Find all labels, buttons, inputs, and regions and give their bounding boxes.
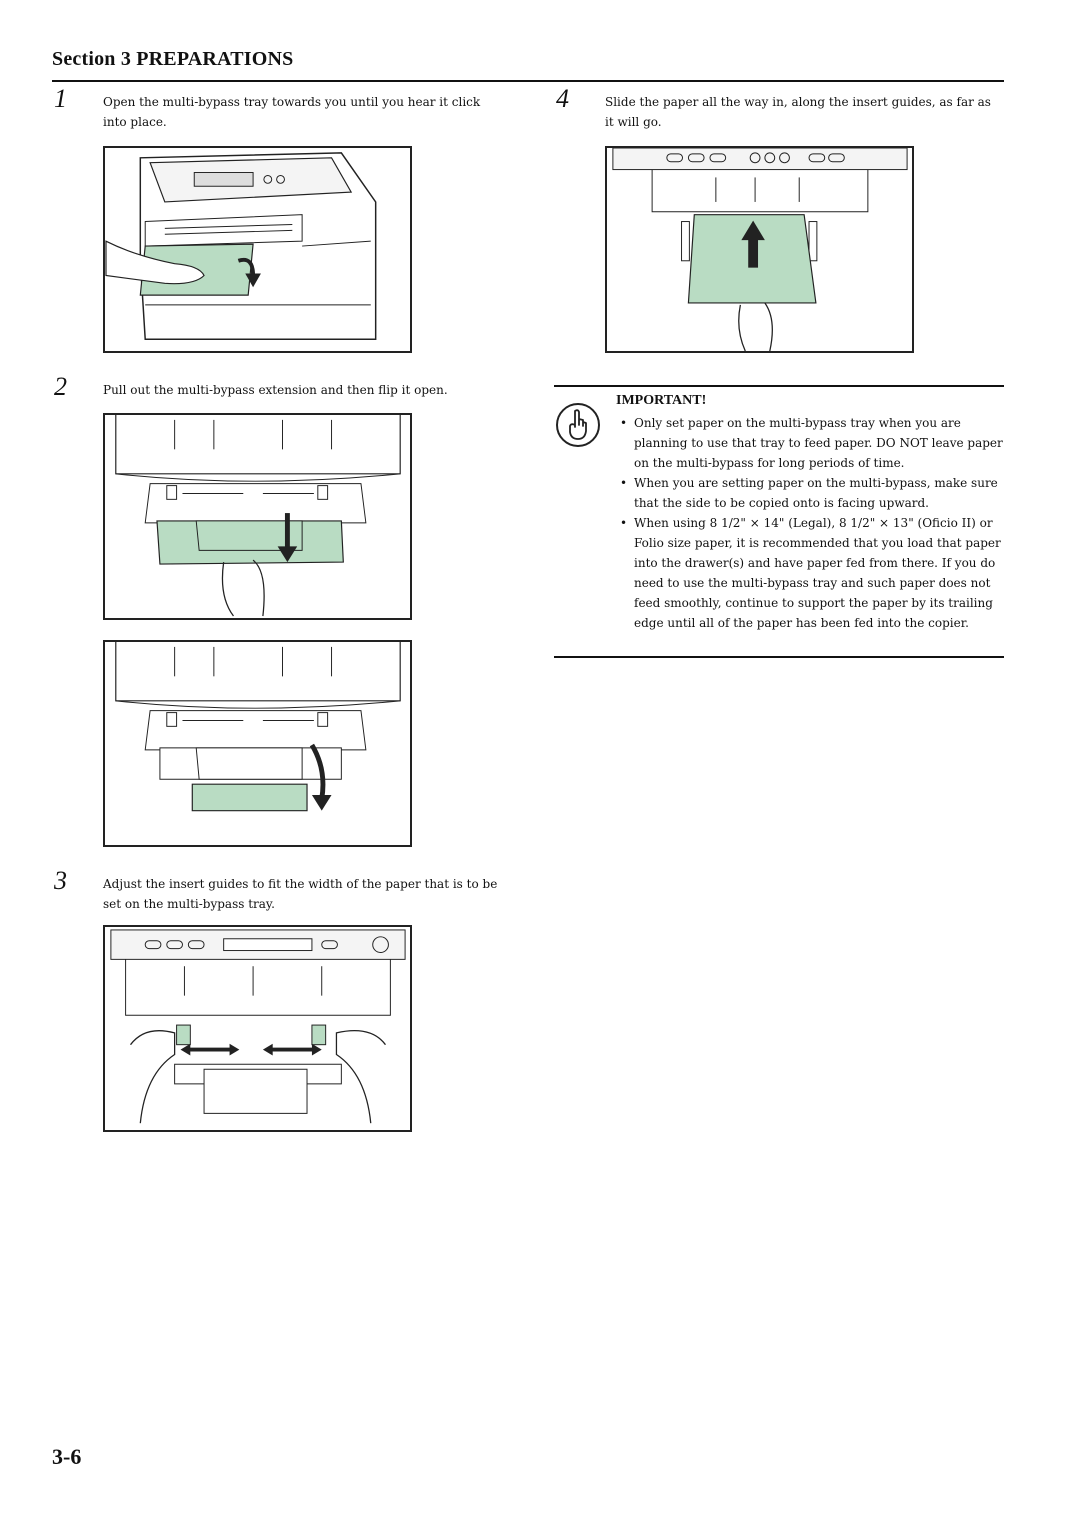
section-title: Section 3 PREPARATIONS xyxy=(52,48,294,70)
step-instruction: Slide the paper all the way in, along th… xyxy=(605,95,991,129)
step-number: 3 xyxy=(54,866,67,895)
important-title: IMPORTANT! xyxy=(616,393,707,408)
step-number: 2 xyxy=(54,372,67,401)
page-number: 3-6 xyxy=(52,1444,82,1469)
important-item-text: Only set paper on the multi-bypass tray … xyxy=(634,416,1003,470)
flip-extension-illustration xyxy=(103,640,412,847)
slide-paper-illustration xyxy=(605,146,914,353)
section-header: Section 3 PREPARATIONS xyxy=(52,46,1004,82)
important-list: • Only set paper on the multi-bypass tra… xyxy=(616,413,1004,633)
pointing-hand-icon xyxy=(554,401,602,449)
step-instruction: Adjust the insert guides to fit the widt… xyxy=(103,877,498,911)
step-number: 4 xyxy=(556,84,569,113)
step-instruction: Pull out the multi-bypass extension and … xyxy=(103,383,448,397)
bullet: • xyxy=(620,516,628,530)
adjust-insert-guides-illustration xyxy=(103,925,412,1132)
important-notice: IMPORTANT! • Only set paper on the multi… xyxy=(554,385,1004,658)
list-item: • Only set paper on the multi-bypass tra… xyxy=(616,413,1004,473)
step-instruction: Open the multi-bypass tray towards you u… xyxy=(103,95,481,129)
important-item-text: When you are setting paper on the multi-… xyxy=(634,476,998,510)
list-item: • When using 8 1/2" × 14" (Legal), 8 1/2… xyxy=(616,513,1004,633)
bullet: • xyxy=(620,416,628,430)
bullet: • xyxy=(620,476,628,490)
step-number: 1 xyxy=(54,84,67,113)
pull-extension-illustration xyxy=(103,413,412,620)
open-bypass-tray-illustration xyxy=(103,146,412,353)
important-item-text: When using 8 1/2" × 14" (Legal), 8 1/2" … xyxy=(634,516,1001,630)
list-item: • When you are setting paper on the mult… xyxy=(616,473,1004,513)
